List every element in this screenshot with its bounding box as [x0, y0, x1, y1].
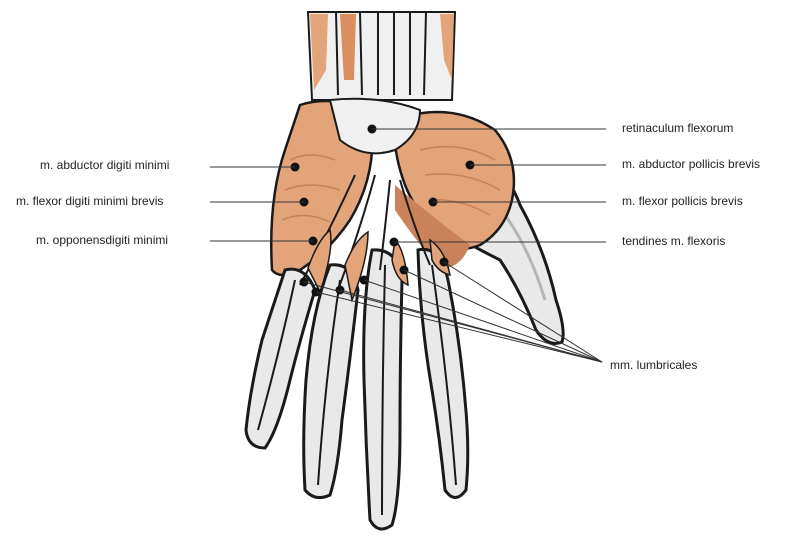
label-opponens-digiti-minimi: m. opponensdigiti minimi: [36, 233, 168, 247]
fingers: [246, 249, 468, 529]
label-abductor-pollicis-brevis: m. abductor pollicis brevis: [622, 157, 760, 171]
label-tendines-flexoris: tendines m. flexoris: [622, 234, 725, 248]
label-flexor-digiti-minimi-brevis: m. flexor digiti minimi brevis: [16, 194, 163, 208]
forearm-tendons: [308, 12, 455, 100]
label-flexor-pollicis-brevis: m. flexor pollicis brevis: [622, 194, 743, 208]
label-lumbricales: mm. lumbricales: [610, 358, 697, 372]
label-abductor-digiti-minimi: m. abductor digiti minimi: [40, 158, 169, 172]
label-retinaculum-flexorum: retinaculum flexorum: [622, 121, 733, 135]
